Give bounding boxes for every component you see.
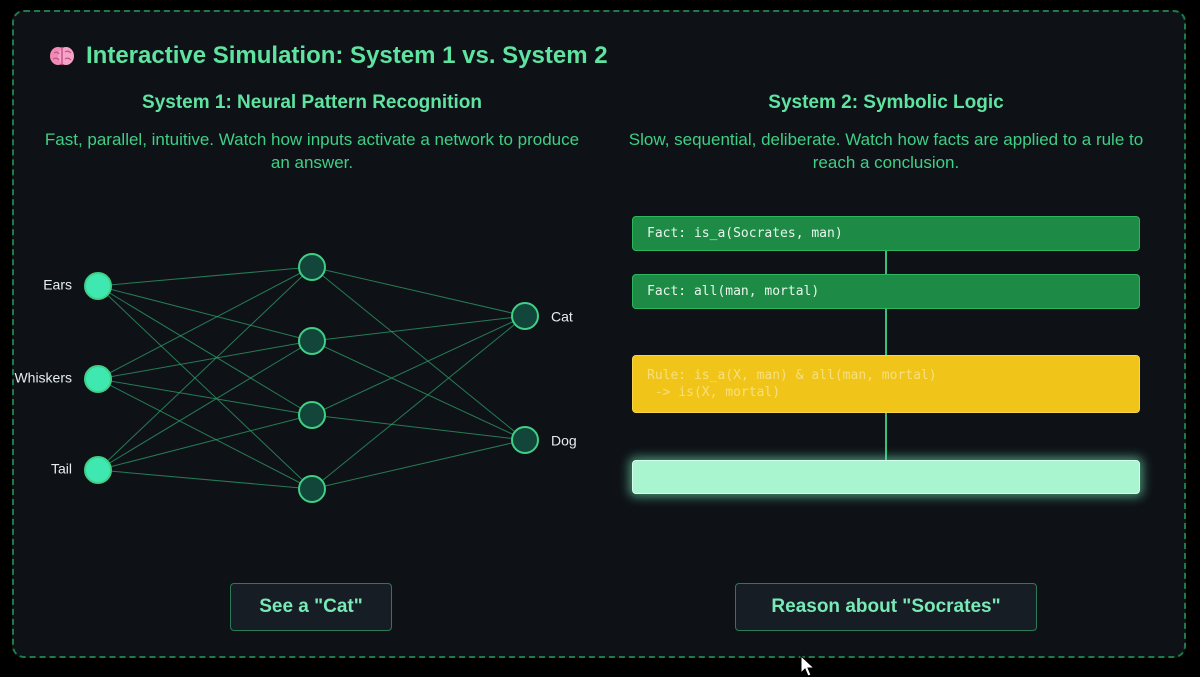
system2-heading: System 2: Symbolic Logic <box>768 92 1004 113</box>
hidden-node <box>298 475 326 503</box>
network-edge <box>311 414 526 441</box>
network-edge <box>311 266 526 317</box>
conclusion-box <box>632 460 1140 494</box>
network-edge <box>97 285 313 416</box>
input-label-whiskers: Whiskers <box>14 370 72 386</box>
output-node-cat <box>511 302 539 330</box>
network-edge <box>97 340 313 471</box>
network-edge <box>97 266 313 380</box>
rule-box: Rule: is_a(X, man) & all(man, mortal) ->… <box>632 355 1140 413</box>
fact-box-1: Fact: is_a(Socrates, man) <box>632 216 1140 251</box>
reason-socrates-button[interactable]: Reason about "Socrates" <box>735 583 1037 631</box>
network-edge <box>311 315 526 416</box>
network-edge <box>311 439 526 490</box>
page-title: Interactive Simulation: System 1 vs. Sys… <box>86 42 608 69</box>
simulation-panel <box>12 10 1186 658</box>
mouse-cursor-icon <box>800 655 816 677</box>
network-edge <box>311 266 526 441</box>
title-row: Interactive Simulation: System 1 vs. Sys… <box>48 40 608 72</box>
output-node-dog <box>511 426 539 454</box>
see-cat-button[interactable]: See a "Cat" <box>230 583 392 631</box>
hidden-node <box>298 401 326 429</box>
system1-description: Fast, parallel, intuitive. Watch how inp… <box>44 130 580 172</box>
network-edge <box>97 469 313 490</box>
input-label-ears: Ears <box>43 277 72 293</box>
input-node-whiskers <box>84 365 112 393</box>
brain-icon <box>50 47 74 65</box>
input-node-ears <box>84 272 112 300</box>
hidden-node <box>298 253 326 281</box>
network-edge <box>311 340 526 441</box>
fact-box-2: Fact: all(man, mortal) <box>632 274 1140 309</box>
hidden-node <box>298 327 326 355</box>
system1-heading: System 1: Neural Pattern Recognition <box>142 92 482 113</box>
network-edge <box>97 414 313 471</box>
network-edge <box>311 315 526 490</box>
network-edge <box>97 285 313 490</box>
network-edge <box>97 340 313 380</box>
output-label-dog: Dog <box>551 433 577 449</box>
output-label-cat: Cat <box>551 309 573 325</box>
network-edge <box>97 266 313 471</box>
system2-description: Slow, sequential, deliberate. Watch how … <box>628 130 1144 172</box>
network-edge <box>97 285 313 342</box>
network-edge <box>97 266 313 287</box>
input-label-tail: Tail <box>51 461 72 477</box>
network-edge <box>311 315 526 342</box>
input-node-tail <box>84 456 112 484</box>
network-edge <box>97 378 313 490</box>
network-edge <box>97 378 313 416</box>
